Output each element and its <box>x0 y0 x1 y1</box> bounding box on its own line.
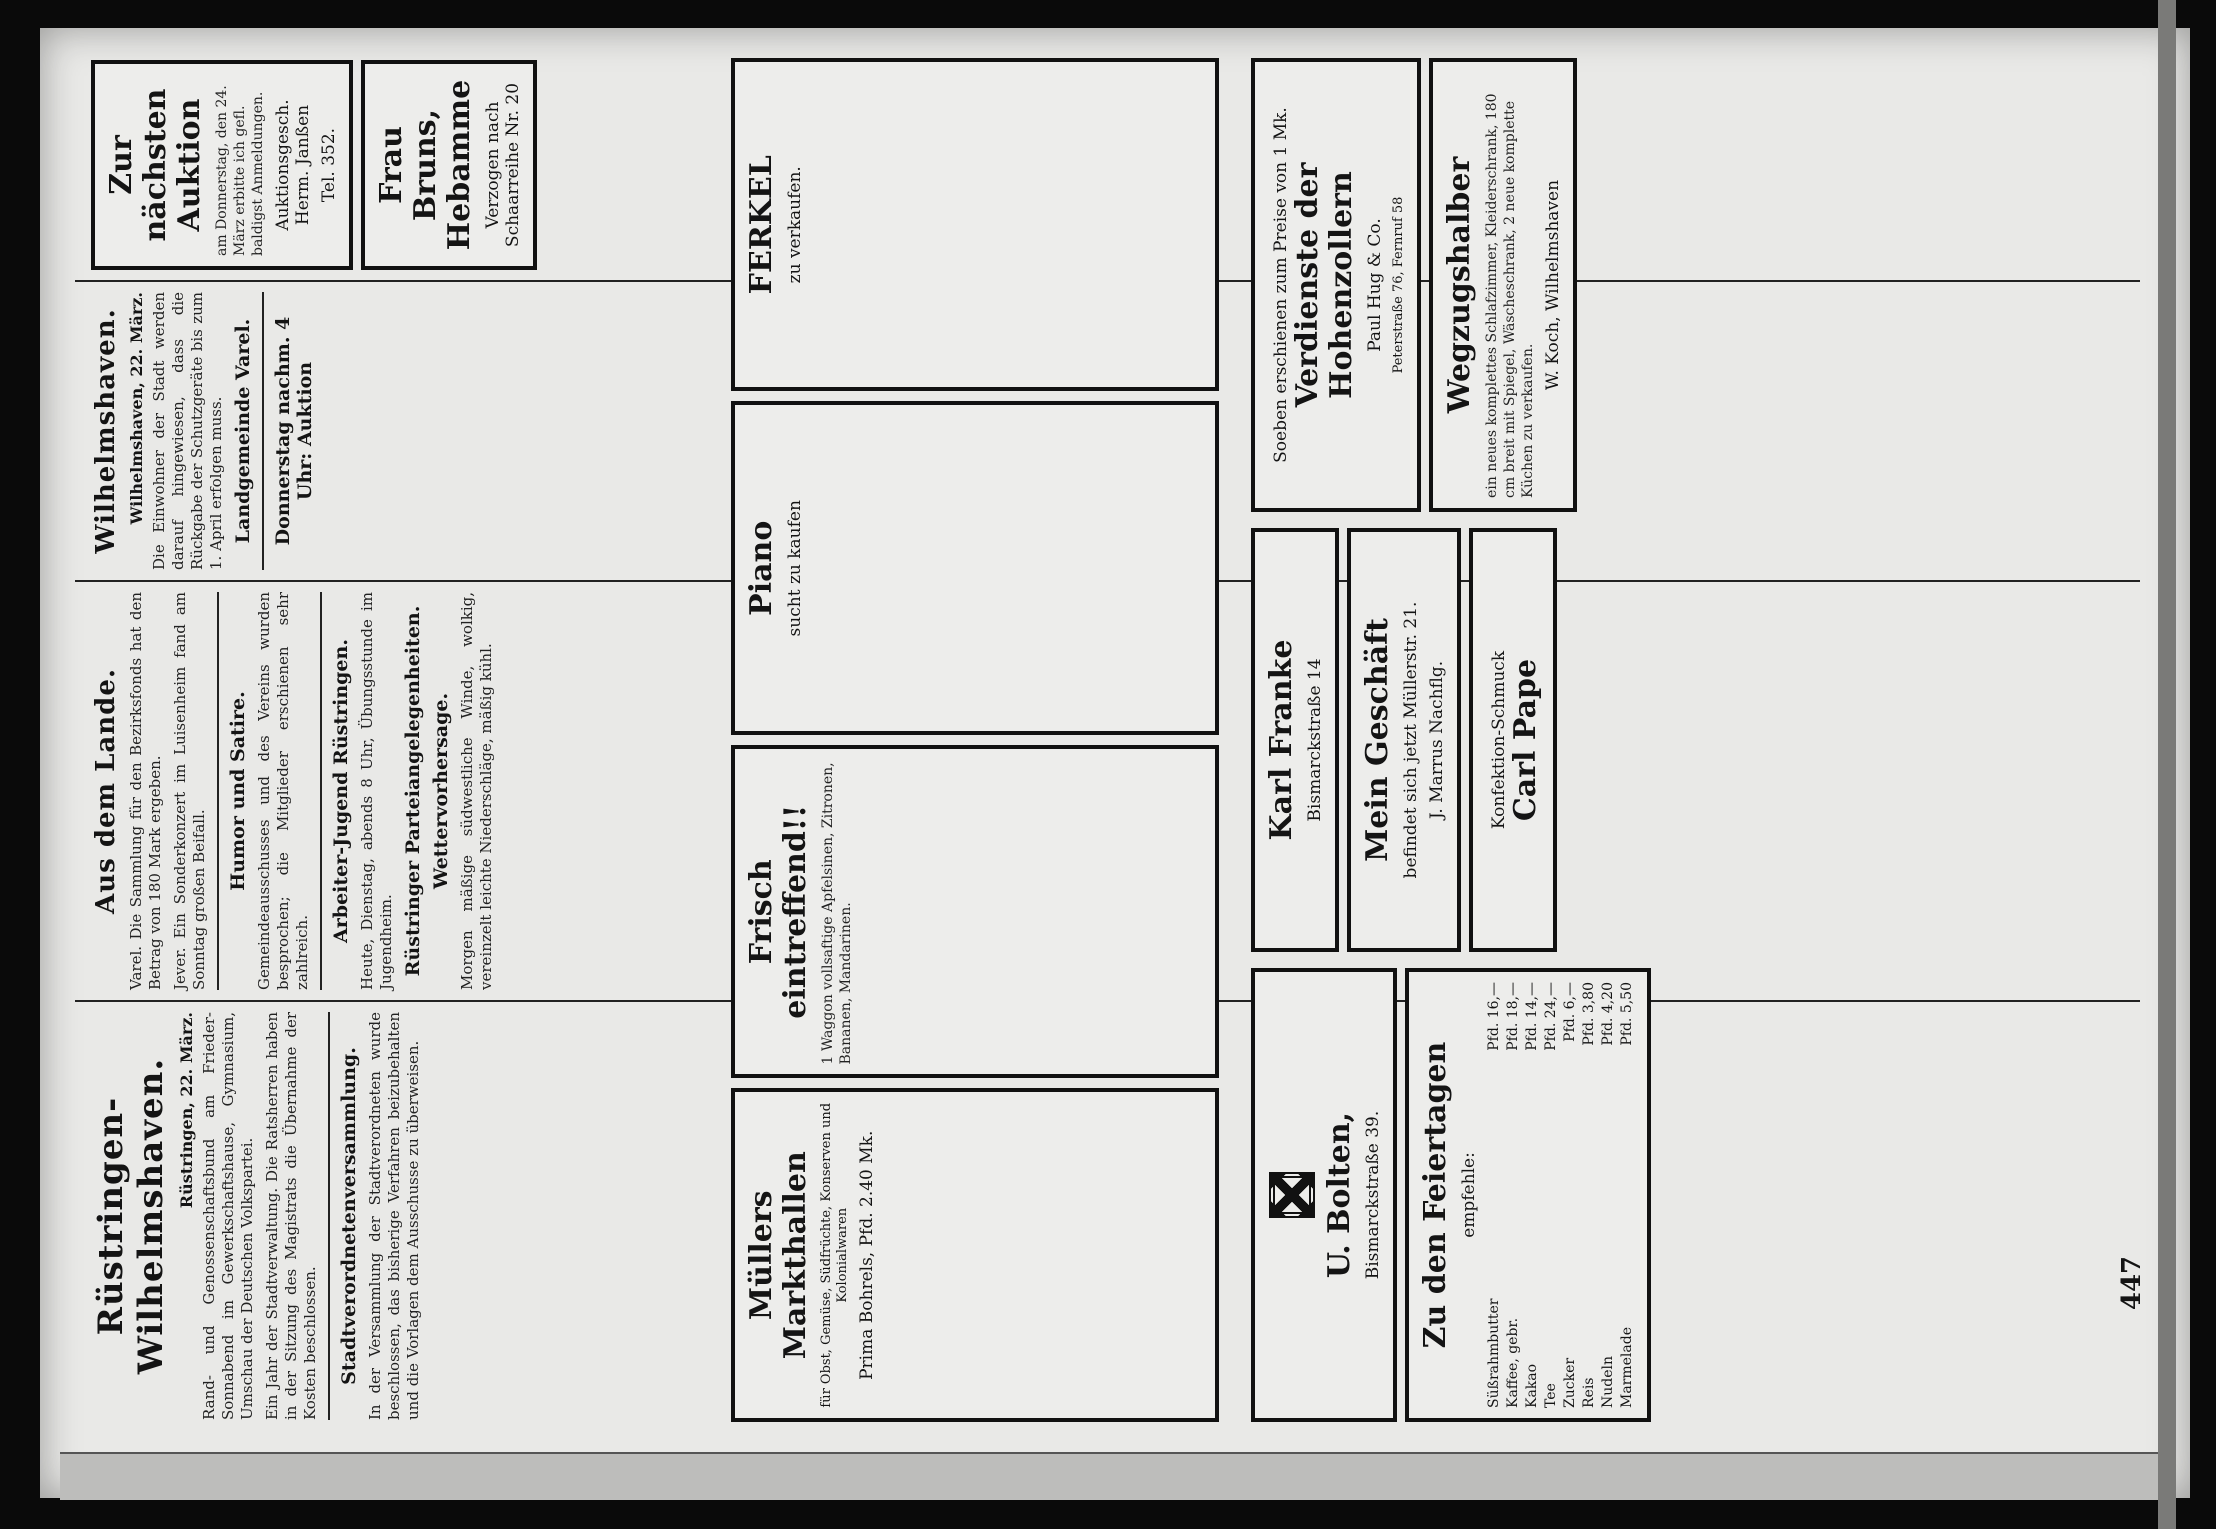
dateline: Rüstringen, 22. März. <box>177 1012 196 1209</box>
ad-midwife: Frau Bruns, Hebamme Verzogen nach Schaar… <box>361 60 537 270</box>
section-title-partei: Rüstringer Parteiangelegenheiten. <box>402 605 424 977</box>
divider <box>217 592 219 990</box>
auction-notice: Donnerstag nachm. 4 Uhr: Auktion <box>272 316 316 546</box>
ad-phone: Tel. 352. <box>319 127 339 203</box>
weather-forecast: Morgen mäßige südwestliche Winde, wolkig… <box>458 592 495 990</box>
divider <box>320 592 322 990</box>
page-edge-strip <box>60 1452 2170 1500</box>
column-local-news: Rüstringen-Wilhelmshaven. Rüstringen, 22… <box>75 1000 2140 1430</box>
news-item: Ein Jahr der Stadtverwaltung. Die Ratshe… <box>263 1012 319 1420</box>
news-item: Gemeindeausschusses und des Vereins wurd… <box>255 592 311 990</box>
column-ads-1: Zur nächsten Auktion am Donnerstag, den … <box>75 50 2140 280</box>
section-title-ruestringen: Rüstringen-Wilhelmshaven. <box>91 1057 171 1375</box>
section-title-wetter: Wettervorhersage. <box>430 692 452 890</box>
news-item: Jever. Ein Sonderkonzert im Luisenheim f… <box>171 592 208 990</box>
binding-edge <box>2158 0 2176 1529</box>
rotated-newspaper: Rüstringen-Wilhelmshaven. Rüstringen, 22… <box>75 50 2140 1430</box>
page-number: 447 <box>2117 1255 2148 1311</box>
column-notices: Wilhelmshaven. Wilhelmshaven, 22. März. … <box>75 280 2140 580</box>
divider <box>262 292 264 570</box>
column-regional-news: Aus dem Lande. Varel. Die Sammlung für d… <box>75 580 2140 1000</box>
section-title-aus-dem-lande: Aus dem Lande. <box>91 668 121 914</box>
ad-title: Zur nächsten Auktion <box>104 88 207 242</box>
section-title-humor: Humor und Satire. <box>227 691 249 891</box>
news-item: In der Versammlung der Stadtverordneten … <box>366 1012 422 1420</box>
section-title-jugend: Arbeiter-Jugend Rüstringen. <box>330 639 352 943</box>
section-subtitle: Stadtverordnetenversammlung. <box>338 1047 360 1385</box>
news-item: Heute, Dienstag, abends 8 Uhr, Übungsstu… <box>358 592 395 990</box>
news-item: Rand- und Genossenschaftsbund am Frieder… <box>200 1012 256 1420</box>
news-item: Varel. Die Sammlung für den Bezirksfonds… <box>127 592 164 990</box>
ad-title: Frau Bruns, Hebamme <box>374 79 477 251</box>
divider <box>328 1012 330 1420</box>
notice-text: Die Einwohner der Stadt werden darauf hi… <box>150 292 225 570</box>
ad-firm: Auktionsgesch. Herm. Janßen <box>273 99 313 231</box>
ad-text: am Donnerstag, den 24. März erbitte ich … <box>214 85 266 256</box>
section-title-wilhelmshaven: Wilhelmshaven. <box>91 308 121 554</box>
section-title-varel: Landgemeinde Varel. <box>232 318 254 544</box>
ad-auction: Zur nächsten Auktion am Donnerstag, den … <box>91 60 353 270</box>
dateline: Wilhelmshaven, 22. März. <box>127 292 146 525</box>
ad-address: Verzogen nach Schaarreihe Nr. 20 <box>483 82 523 248</box>
